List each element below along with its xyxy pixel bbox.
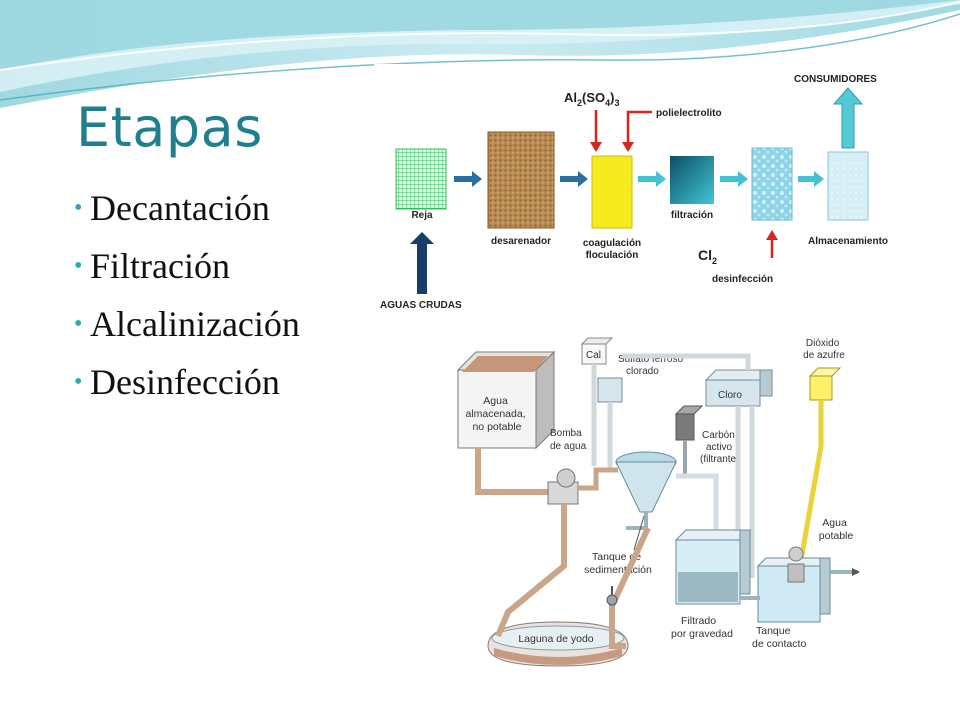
chlorine-label: Cloro: [718, 390, 742, 401]
coagulation-tank: [591, 155, 633, 229]
pump-label: Bomba de agua: [550, 428, 587, 452]
process-flow-diagram: Reja AGUAS CRUDAS desarenador coagulació…: [374, 64, 914, 316]
sedimentation-pointer: [633, 515, 645, 551]
sedimentation-outlet-pipe: [676, 473, 719, 536]
coagulation-label: coagulación: [583, 238, 641, 249]
filtration-label: filtración: [671, 210, 713, 221]
lime-label: Cal: [586, 350, 601, 361]
screen-grid: [395, 148, 447, 210]
raw-water-label: Agua almacenada, no potable: [465, 395, 528, 433]
iodine-lagoon-label: Laguna de yodo: [518, 633, 593, 645]
activated-carbon-label: Carbón activo (filtrante): [700, 430, 739, 465]
sedimentation-tank: [615, 461, 677, 513]
bullet-dot-icon: •: [74, 253, 83, 279]
sedimentation-label: Tanque de sedimentación: [584, 551, 652, 576]
pump-outlet-pipe: [578, 467, 618, 491]
red-arrow-icon: [622, 142, 634, 152]
chlorine-top-pipe: [622, 353, 751, 370]
sand-trap-block: [487, 131, 555, 229]
bullet-text: Desinfección: [90, 362, 280, 402]
flow-arrow-icon: [560, 171, 588, 187]
bullet-list: • Decantación • Filtración • Alcalinización…: [74, 186, 300, 418]
chlorine-formula: Cl2: [698, 247, 717, 266]
red-arrow-icon: [766, 230, 778, 240]
pump-to-lagoon-pipe: [495, 504, 567, 638]
raw-water-arrow-icon: [410, 232, 434, 294]
storage-tank: [827, 151, 869, 221]
bullet-text: Filtración: [90, 246, 230, 286]
ferrous-sulfate-label: Sulfato ferroso clorado: [618, 354, 686, 377]
disinfection-label: desinfección: [712, 274, 773, 285]
bullet-text: Alcalinización: [90, 304, 300, 344]
activated-carbon-box: [675, 413, 695, 441]
valve-icon: [606, 594, 618, 606]
flow-arrow-icon: [454, 171, 482, 187]
sulfur-dioxide-label: Dióxido de azufre: [803, 338, 845, 361]
raw-water-pipe: [475, 448, 548, 495]
lagoon-return-pipe: [609, 526, 651, 649]
bullet-item: • Alcalinización: [74, 302, 300, 360]
sulfur-dioxide-box: [809, 375, 833, 401]
potable-water-label: Agua potable: [819, 517, 854, 542]
screen-label: Reja: [411, 210, 433, 221]
bullet-dot-icon: •: [74, 195, 83, 221]
polyelectrolyte-feed-line: [626, 110, 652, 144]
slide-title: Etapas: [76, 96, 263, 159]
flocculation-label: floculación: [586, 250, 639, 261]
iodine-lagoon: [491, 625, 625, 651]
potable-outlet-arrow-icon: [852, 568, 860, 576]
bullet-text: Decantación: [90, 188, 270, 228]
bullet-item: • Filtración: [74, 244, 300, 302]
sand-trap-label: desarenador: [491, 236, 551, 247]
raw-water-label: AGUAS CRUDAS: [380, 300, 462, 311]
red-arrow-icon: [590, 142, 602, 152]
header-waves: [0, 0, 960, 108]
disinfection-tank: [751, 147, 793, 221]
gravity-filter-label: Filtrado por gravedad: [671, 615, 733, 640]
bullet-item: • Desinfección: [74, 360, 300, 418]
treatment-plant-illustration: Agua almacenada, no potable Bomba de agu…: [448, 316, 862, 686]
flow-arrow-icon: [720, 171, 748, 187]
consumers-arrow-icon: [832, 87, 864, 149]
bullet-item: • Decantación: [74, 186, 300, 244]
bullet-dot-icon: •: [74, 369, 83, 395]
raw-water-storage-box: [457, 369, 537, 449]
flow-arrow-icon: [638, 171, 666, 187]
bullet-dot-icon: •: [74, 311, 83, 337]
consumers-label: CONSUMIDORES: [794, 74, 877, 85]
filtration-block: [670, 156, 714, 204]
contact-tank-label: Tanque de contacto: [752, 625, 806, 650]
polyelectrolyte-label: polielectrolito: [656, 108, 722, 119]
ferrous-sulfate-box: [597, 377, 623, 403]
flow-arrow-icon: [798, 171, 824, 187]
storage-label: Almacenamiento: [808, 236, 888, 247]
coagulant-formula: Al2(SO4)3: [564, 90, 620, 108]
